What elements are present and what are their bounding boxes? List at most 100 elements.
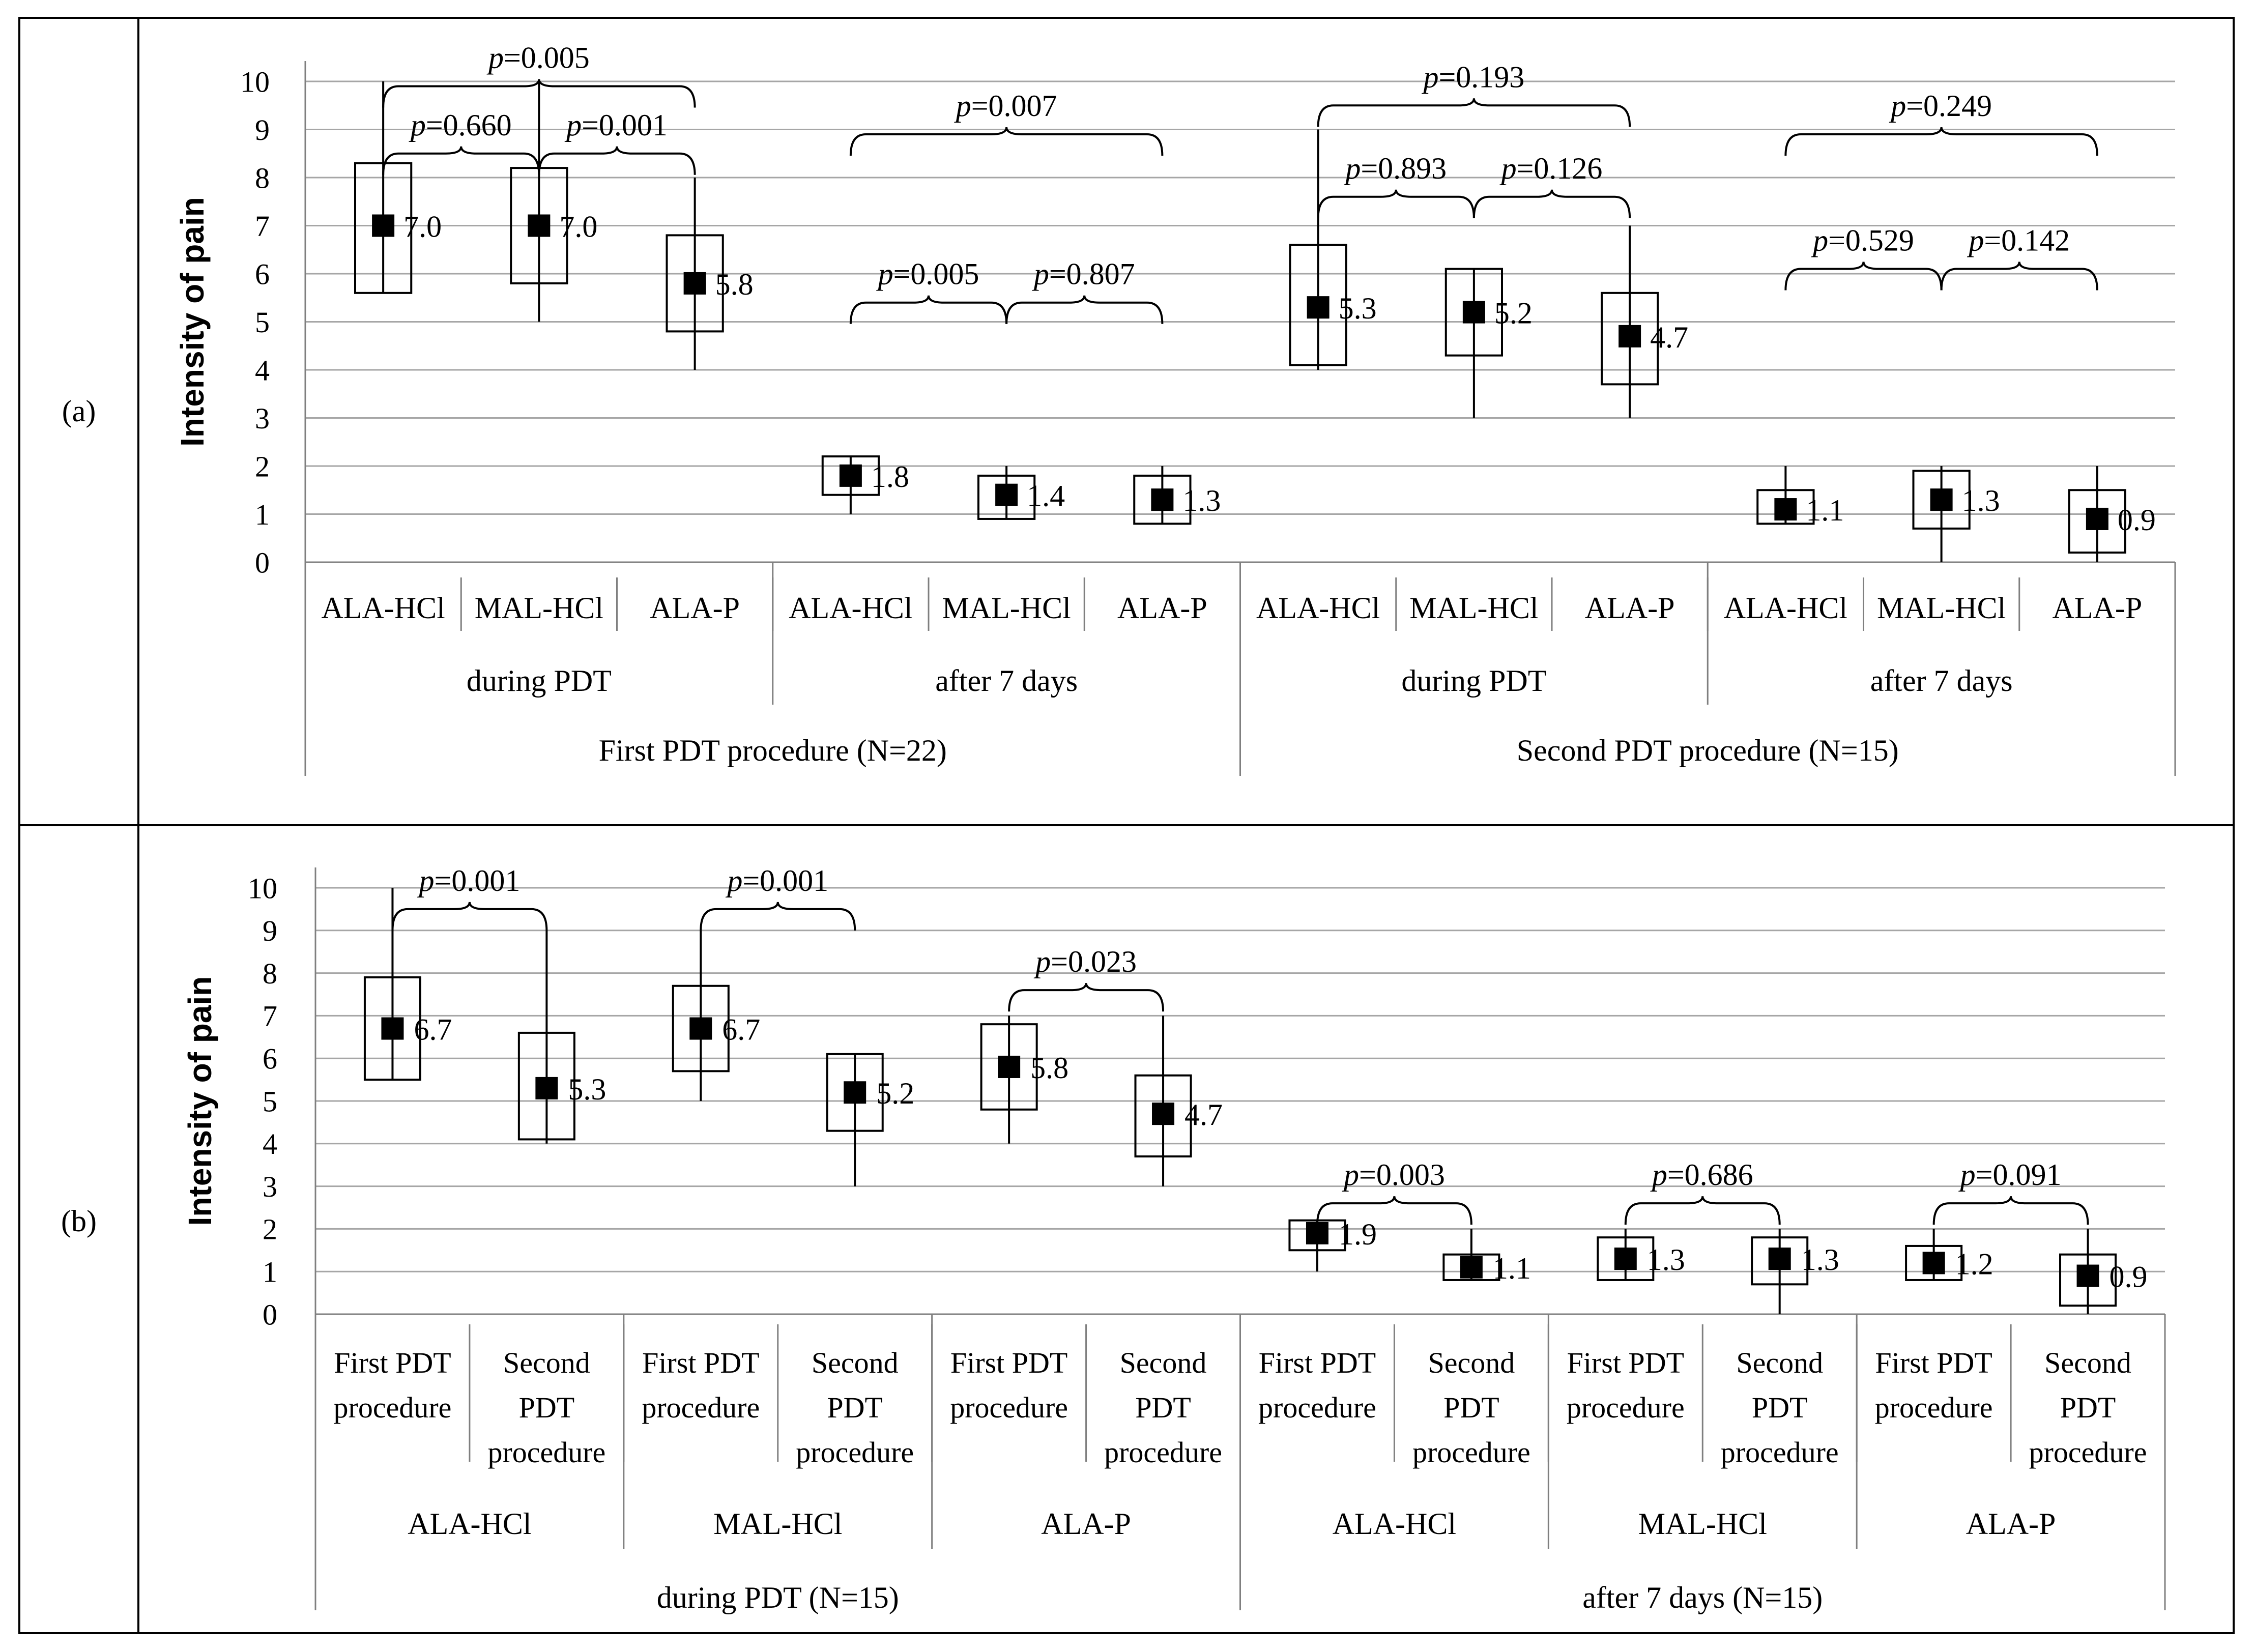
p-value-label: p=0.005 [486,41,590,74]
p-symbol: p [486,41,504,74]
p-value-label: p=0.001 [564,108,668,142]
panel-label-a: (a) [62,394,96,428]
comparison-bracket [1008,982,1165,1012]
y-tick-label: 10 [240,65,270,98]
mean-marker [1151,488,1174,511]
group-label: MAL-HCl [713,1507,842,1541]
category-label: ALA-HCl [789,591,912,625]
box [1289,244,1347,366]
p-value: =0.007 [971,89,1057,123]
mean-value-label: 5.2 [1494,297,1533,330]
p-value-label: p=0.686 [1650,1158,1753,1192]
mean-marker [844,1081,866,1104]
supergroup-label: after 7 days (N=15) [1582,1581,1823,1614]
box [977,474,1036,520]
supergroup-label: during PDT (N=15) [657,1581,899,1614]
comparison-bracket [1317,189,1475,218]
p-value: =0.005 [893,257,979,291]
mean-marker [1306,1222,1328,1244]
box [517,1031,575,1141]
category-label: MAL-HCl [942,591,1071,625]
comparison-bracket [538,146,696,175]
p-value-label: p=0.126 [1499,152,1603,185]
category-label-line: procedure [1567,1391,1685,1424]
category-label-line: procedure [2029,1436,2147,1469]
mean-value-label: 0.9 [2109,1260,2148,1294]
y-axis-label: Intensity of pain [174,197,211,447]
category-label-line: First PDT [334,1346,451,1379]
category-label-line: Second [1120,1346,1207,1379]
mean-value-label: 1.3 [1962,484,2000,517]
category-label-line: procedure [642,1391,760,1424]
p-value: =0.003 [1359,1158,1445,1192]
box [2068,489,2126,554]
y-tick-label: 8 [255,161,270,194]
p-symbol: p [1032,257,1049,291]
y-tick-label: 4 [263,1127,277,1161]
comparison-bracket [391,902,548,931]
p-value: =0.126 [1517,152,1603,185]
category-label-line: procedure [1721,1436,1839,1469]
group-label: ALA-HCl [1333,1507,1456,1541]
p-value: =0.142 [1984,224,2070,257]
category-label-line: Second [1428,1346,1515,1379]
box [1134,1074,1192,1157]
p-value-label: p=0.660 [409,108,512,142]
category-label: MAL-HCl [1409,591,1538,625]
comparison-bracket [382,146,540,175]
mean-marker [372,214,395,237]
panel-label-b: (b) [61,1204,97,1238]
group-label: ALA-P [1041,1507,1131,1541]
mean-value-label: 4.7 [1184,1098,1223,1132]
mean-value-label: 1.4 [1027,479,1065,513]
y-tick-label: 10 [248,872,277,905]
category-label-line: procedure [487,1436,605,1469]
category-label: ALA-P [1585,591,1675,625]
p-value: =0.660 [426,108,512,142]
group-label: during PDT [1401,664,1546,698]
mean-marker [1460,1256,1483,1279]
p-value-label: p=0.142 [1967,224,2070,257]
mean-marker [1930,488,1953,511]
y-tick-label: 8 [263,957,277,990]
p-symbol: p [1811,224,1828,257]
comparison-bracket [1932,1196,2089,1225]
mean-value-label: 5.8 [1030,1051,1068,1085]
category-label-line: procedure [1258,1391,1376,1424]
p-symbol: p [1499,152,1517,185]
mean-value-label: 1.9 [1339,1218,1377,1251]
box [666,234,724,333]
y-tick-label: 6 [263,1042,277,1076]
p-value: =0.023 [1051,945,1137,978]
category-label-line: procedure [334,1391,452,1424]
box [1756,489,1815,525]
p-value: =0.529 [1828,224,1914,257]
p-value-label: p=0.249 [1889,89,1992,123]
mean-value-label: 1.3 [1182,484,1221,517]
mean-value-label: 7.0 [559,210,597,244]
mean-marker [1774,498,1797,521]
box [1442,1253,1500,1281]
group-label: MAL-HCl [1638,1507,1767,1541]
p-value-label: p=0.001 [725,864,828,897]
category-label-line: PDT [1135,1391,1191,1424]
mean-value-label: 5.3 [1339,292,1377,325]
mean-marker [1619,325,1641,347]
comparison-bracket [700,902,856,931]
p-value-label: p=0.003 [1342,1158,1445,1192]
y-tick-label: 5 [255,306,270,339]
y-tick-label: 0 [263,1298,277,1331]
comparison-bracket [849,295,1008,324]
p-value: =0.893 [1361,152,1447,185]
supergroup-label: Second PDT procedure (N=15) [1517,734,1899,767]
p-value: =0.005 [504,41,590,74]
category-label: MAL-HCl [475,591,603,625]
